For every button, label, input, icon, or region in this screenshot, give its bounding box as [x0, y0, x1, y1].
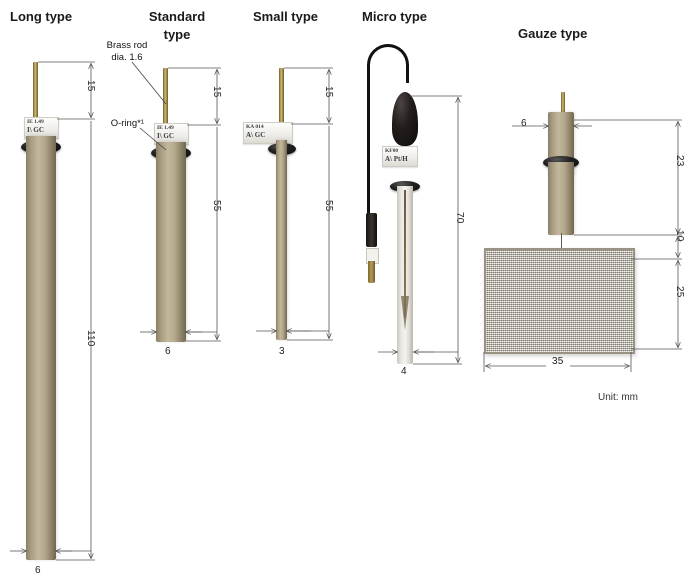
gauze-mesh: [484, 248, 635, 354]
dim-gauze-gap: 10: [674, 230, 685, 242]
title-micro-type: Micro type: [362, 9, 428, 24]
small-label-row2: A\ GC: [246, 131, 266, 139]
small-brass-rod: [279, 68, 284, 124]
dim-long-rod: 15: [85, 80, 96, 92]
micro-cable-loop: [367, 44, 409, 83]
unit-note: Unit: mm: [598, 392, 638, 403]
standard-body-rod: [156, 142, 186, 342]
dim-small-dia: 3: [279, 346, 285, 357]
dim-standard-rod: 15: [211, 86, 222, 98]
dim-small-body: 55: [323, 200, 334, 212]
micro-plug-pin: [368, 261, 375, 283]
long-brass-rod: [33, 62, 38, 118]
standard-brass-rod: [163, 68, 168, 124]
micro-label-row2: A\ Pt/H: [385, 155, 408, 163]
callout-o-ring: O-ring*¹: [110, 118, 144, 129]
title-gauze-type: Gauze type: [518, 26, 588, 41]
micro-label-tag: KF00 A\ Pt/H: [382, 146, 418, 167]
dim-micro-dia: 4: [401, 366, 407, 377]
micro-cable-left: [367, 79, 370, 235]
dim-gauze-mesh-height: 25: [674, 286, 685, 298]
micro-cap: [392, 92, 418, 146]
gauze-connector-wire: [561, 233, 562, 259]
long-label-row2: I\ GC: [27, 126, 44, 134]
dim-micro-total: 70: [454, 212, 465, 224]
dim-long-body: 110: [85, 330, 96, 347]
gauze-brass-rod: [561, 92, 565, 114]
micro-tip: [401, 296, 409, 330]
micro-plug-body: [366, 213, 377, 247]
title-small-type: Small type: [253, 9, 319, 24]
dim-long-dia: 6: [35, 565, 41, 576]
dim-gauze-dia: 6: [521, 118, 527, 129]
dim-small-rod: 15: [323, 86, 334, 98]
small-label-tag: KA 014 A\ GC: [243, 122, 293, 144]
standard-label-row1: IE 1.49: [157, 125, 174, 131]
dim-gauze-mesh-width: 35: [552, 356, 564, 367]
standard-label-row2: I\ GC: [157, 132, 174, 140]
long-label-row1: IE 1.49: [27, 119, 44, 125]
dim-standard-body: 55: [211, 200, 222, 212]
title-long-type: Long type: [10, 9, 73, 24]
dim-standard-dia: 6: [165, 346, 171, 357]
callout-brass-rod: Brass rod dia. 1.6: [106, 40, 148, 63]
micro-inner-wire: [404, 190, 406, 318]
small-label-row1: KA 014: [246, 124, 264, 130]
gauze-lower-body: [548, 162, 574, 235]
dim-gauze-top: 23: [674, 155, 685, 167]
title-standard-type: Standard type: [148, 9, 206, 42]
small-body-rod: [276, 140, 287, 340]
micro-label-row1: KF00: [385, 148, 399, 154]
long-body-rod: [26, 136, 56, 560]
